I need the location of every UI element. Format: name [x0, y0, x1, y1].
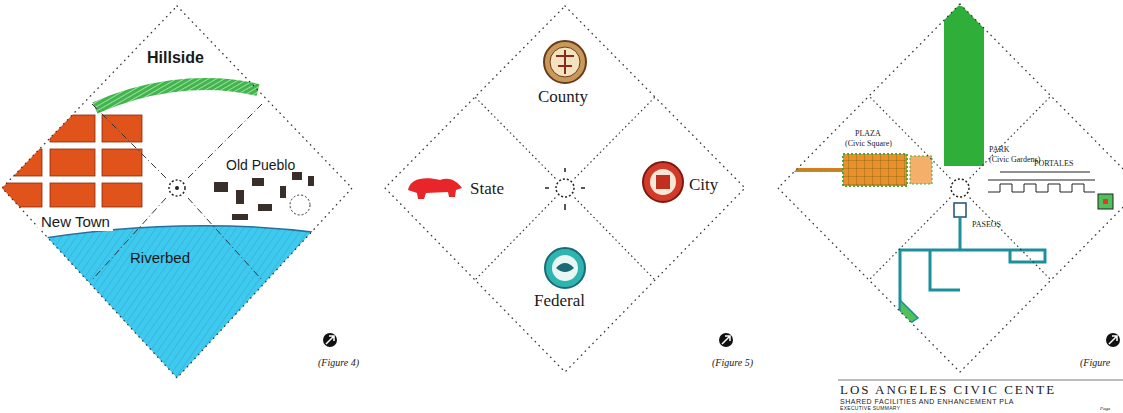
diamond-outline — [2, 6, 352, 378]
element-label: PLAZA — [855, 130, 881, 138]
footer-section: EXECUTIVE SUMMARY — [840, 406, 900, 411]
element-label: PARK — [989, 146, 1010, 154]
figure-4 — [0, 6, 352, 378]
plaza-square — [843, 154, 907, 186]
center-compass — [169, 180, 185, 196]
footer-subtitle: SHARED FACILITIES AND ENHANCEMENT PLA — [840, 398, 1014, 405]
north-arrow — [1106, 333, 1120, 347]
region-label: Old Pueblo — [226, 158, 295, 173]
county-seal — [544, 41, 586, 83]
old-pueblo-buildings — [214, 172, 314, 220]
jurisdiction-label: County — [538, 88, 588, 106]
element-label: PORTALES — [1034, 160, 1073, 168]
region-label: New Town — [38, 213, 113, 231]
city-seal — [643, 162, 683, 202]
diamond-outline — [778, 4, 1123, 372]
page-label: Page — [1100, 406, 1110, 411]
figure-caption: (Figure 5) — [712, 358, 753, 369]
park-block — [944, 6, 984, 166]
quadrant-dividers — [92, 104, 262, 280]
figure-6 — [778, 4, 1123, 372]
region-label: Hillside — [147, 50, 204, 67]
hillside-band — [95, 84, 258, 108]
element-label: (Civic Gardens) — [989, 156, 1040, 164]
federal-seal — [545, 248, 585, 288]
figure-5 — [385, 6, 745, 372]
footer-rule — [838, 380, 1123, 381]
element-label: (Civic Square) — [845, 140, 892, 148]
element-label: PASEOS — [972, 221, 1001, 229]
jurisdiction-label: City — [689, 176, 718, 194]
plaza-walk — [790, 168, 843, 172]
region-label: Riverbed — [130, 250, 190, 266]
jurisdiction-label: Federal — [534, 292, 585, 310]
diamond-outline — [385, 6, 745, 372]
riverbed-area — [20, 226, 330, 378]
footer-title: LOS ANGELES CIVIC CENTE — [840, 383, 1056, 397]
north-arrow — [323, 333, 337, 347]
figure-caption: (Figure 4) — [318, 358, 359, 369]
paseos-paths — [900, 203, 1045, 330]
portales-arcade — [988, 172, 1095, 192]
state-bear — [408, 178, 462, 199]
jurisdiction-label: State — [470, 180, 504, 198]
figure-caption: (Figure — [1080, 358, 1110, 369]
north-arrow — [719, 333, 733, 347]
new-town-grid — [0, 115, 142, 207]
